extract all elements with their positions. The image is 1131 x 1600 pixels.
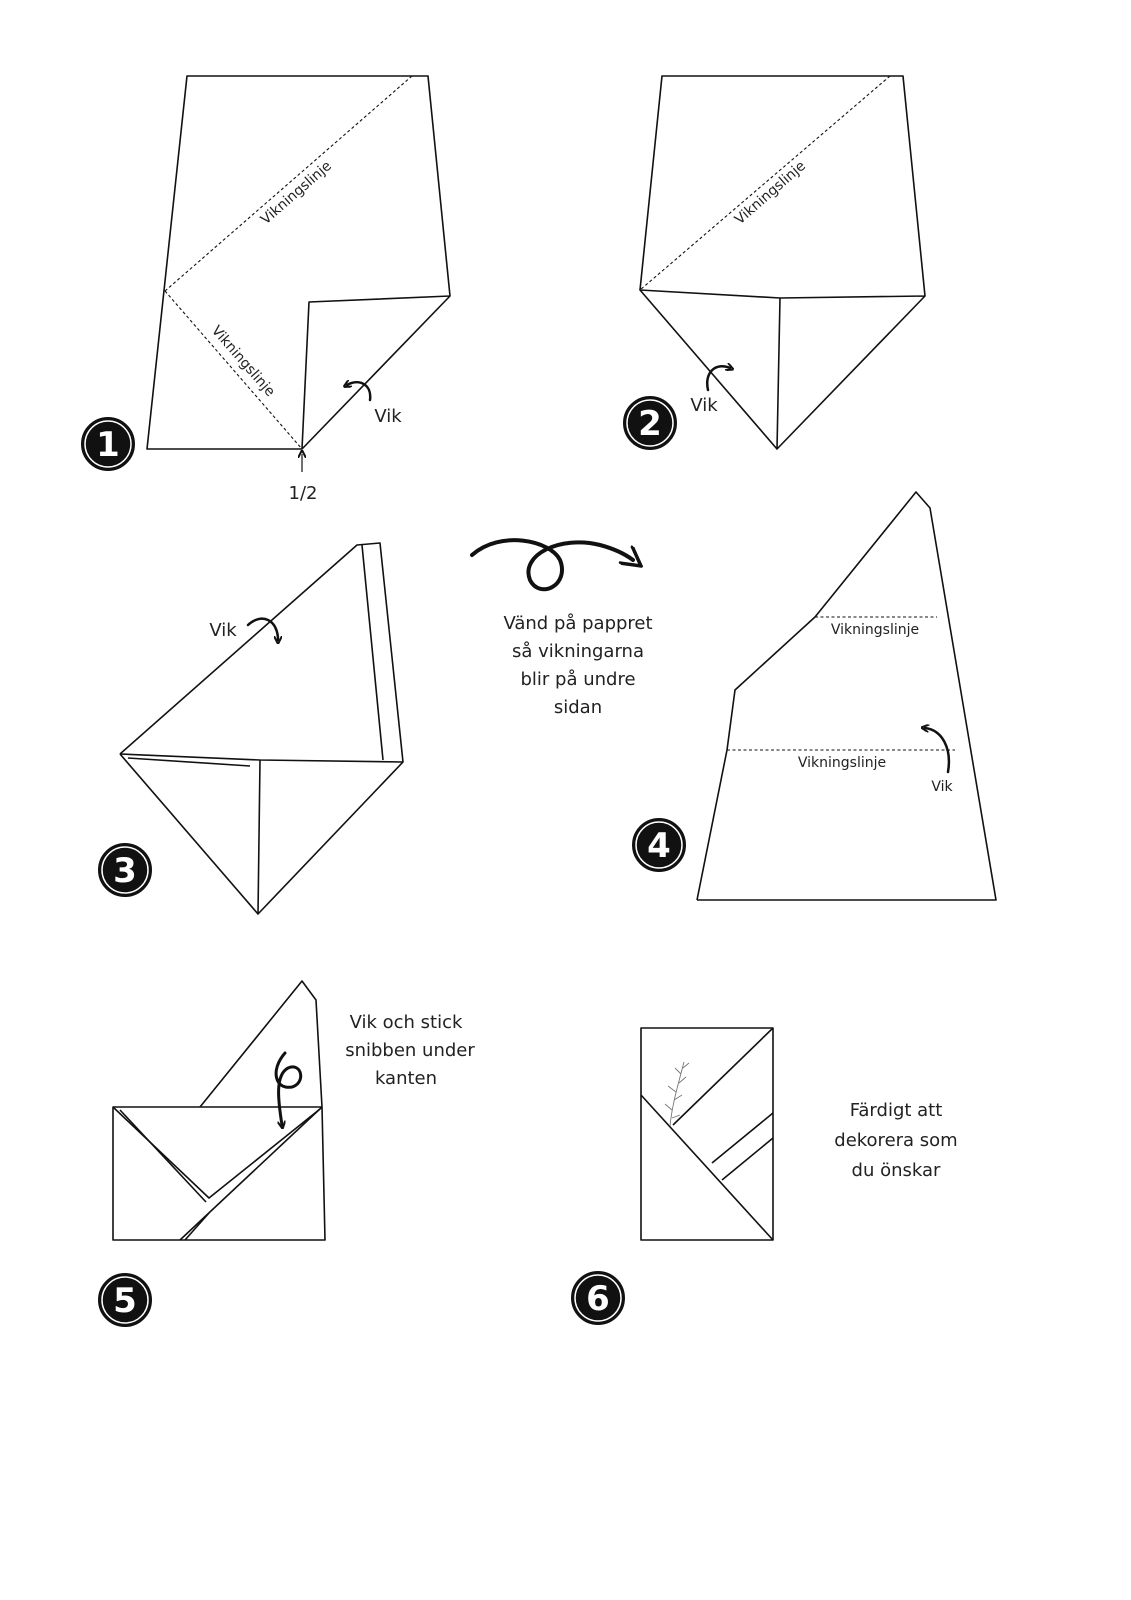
inner-fold (127, 757, 251, 767)
step-4: Vikningslinje Vikningslinje Vik 4 (632, 491, 997, 901)
flip-text-line: blir på undre (520, 669, 635, 690)
step-6: Färdigt att dekorera som du önskar 6 (571, 1027, 958, 1325)
step-2: Vikningslinje Vik 2 (623, 75, 926, 450)
decorative-sprig-icon (664, 1061, 690, 1127)
center-crease (776, 297, 781, 450)
svg-text:5: 5 (113, 1281, 137, 1321)
step-3: Vik 3 (98, 542, 404, 915)
step-badge-1: 1 (81, 417, 135, 471)
fold-line (639, 75, 891, 291)
instruction-line: kanten (375, 1068, 437, 1089)
inner-fold (112, 1106, 321, 1199)
instruction-line: snibben under (345, 1040, 475, 1061)
tip-flap (199, 980, 323, 1108)
svg-text:4: 4 (647, 826, 671, 866)
fold-line (164, 290, 303, 450)
svg-text:1: 1 (96, 425, 120, 465)
svg-text:2: 2 (638, 404, 662, 444)
svg-text:3: 3 (113, 851, 137, 891)
edge-crease (361, 544, 384, 761)
fold-label: Vik (690, 395, 718, 416)
fold-line-label: Vikningslinje (798, 755, 886, 771)
fold-label: Vik (931, 779, 953, 795)
instruction-line: Färdigt att (850, 1100, 943, 1121)
napkin-outline (696, 491, 997, 901)
flip-instruction: Vänd på pappret så vikningarna blir på u… (470, 538, 653, 718)
step-badge-2: 2 (623, 396, 677, 450)
inner-fold (721, 1137, 774, 1181)
inner-fold (119, 1109, 207, 1203)
svg-text:6: 6 (586, 1279, 610, 1319)
fold-line-label: Vikningslinje (208, 323, 278, 400)
inner-fold (672, 1027, 774, 1126)
napkin-outline (639, 75, 926, 450)
step-badge-6: 6 (571, 1271, 625, 1325)
napkin-outline (146, 75, 451, 450)
fold-arrow-icon (705, 366, 730, 392)
inner-fold (711, 1112, 774, 1164)
fold-label: Vik (374, 406, 402, 427)
napkin-outline (112, 1106, 326, 1241)
fold-line-label: Vikningslinje (732, 158, 809, 228)
fold-arrow-icon (347, 382, 372, 402)
instruction-line: dekorera som (834, 1130, 957, 1151)
napkin-outline (119, 542, 404, 915)
fold-line (164, 75, 413, 292)
flip-text-line: Vänd på pappret (503, 613, 652, 634)
inner-fold (184, 1212, 210, 1241)
fold-arrow-icon (246, 617, 278, 640)
step-badge-3: 3 (98, 843, 152, 897)
inner-fold (640, 1094, 774, 1241)
flip-loop-arrow-icon (470, 538, 633, 592)
inner-fold (179, 1106, 323, 1241)
fold-arrow-icon (925, 728, 951, 774)
fold-line-label: Vikningslinje (258, 158, 335, 228)
center-crease (257, 759, 261, 915)
fold-line-label: Vikningslinje (831, 622, 919, 638)
flip-text-line: sidan (554, 697, 602, 718)
flip-text-line: så vikningarna (512, 641, 644, 662)
step-badge-4: 4 (632, 818, 686, 872)
half-marker: 1/2 (289, 483, 318, 504)
step-5: Vik och stick snibben under kanten 5 (98, 980, 475, 1327)
instruction-line: Vik och stick (350, 1012, 463, 1033)
fold-label: Vik (209, 620, 237, 641)
step-badge-5: 5 (98, 1273, 152, 1327)
instruction-line: du önskar (852, 1160, 941, 1181)
step-1: Vikningslinje Vikningslinje Vik 1/2 1 (81, 75, 451, 504)
napkin-outline (640, 1027, 774, 1241)
tuck-arrow-icon (274, 1051, 303, 1125)
